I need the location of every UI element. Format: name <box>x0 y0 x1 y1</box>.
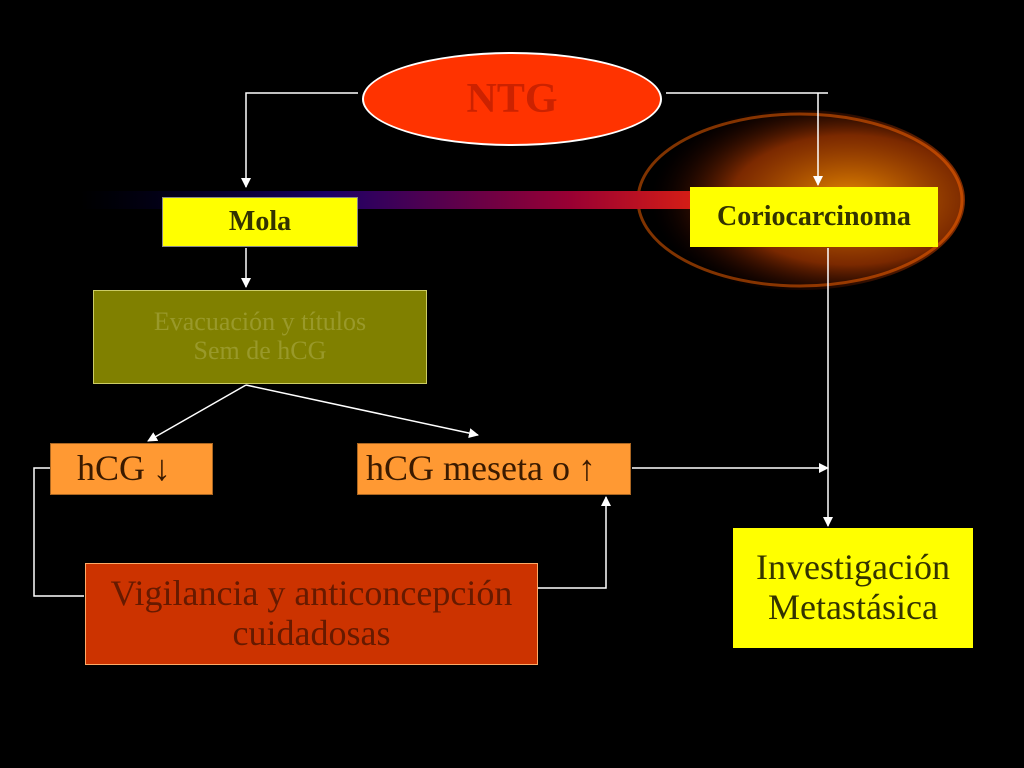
node-vigilancia-line-1: Vigilancia y anticoncepción <box>110 573 513 614</box>
node-mola: Mola <box>162 197 358 247</box>
connector-evacuacion-hcg-down <box>147 384 247 442</box>
arrow-up-icon: ↑ <box>577 448 596 489</box>
node-coriocarcinoma-label: Coriocarcinoma <box>717 200 911 232</box>
node-ntg-label: NTG <box>466 75 558 122</box>
connector-hcg-down-vigilancia <box>33 467 84 597</box>
node-vigilancia: Vigilancia y anticoncepción cuidadosas <box>85 563 538 665</box>
connector-ntg-mola <box>241 92 358 188</box>
node-hcg-meseta: hCG meseta o ↑ <box>357 443 631 495</box>
connector-vigilancia-hcg-meseta <box>538 496 611 589</box>
connector-evacuacion-hcg-meseta <box>245 384 479 438</box>
node-evacuacion-line-2: Sem de hCG <box>193 336 327 365</box>
node-evacuacion: Evacuación y títulos Sem de hCG <box>93 290 427 384</box>
node-coriocarcinoma: Coriocarcinoma <box>690 187 938 247</box>
node-investigacion-line-2: Metastásica <box>768 587 938 627</box>
node-hcg-down-label: hCG <box>77 448 146 489</box>
node-investigacion-line-1: Investigación <box>756 547 950 588</box>
node-vigilancia-line-2: cuidadosas <box>232 613 391 653</box>
node-ntg: NTG <box>362 52 662 146</box>
arrow-down-icon: ↓ <box>153 448 172 489</box>
node-mola-label: Mola <box>228 205 292 237</box>
node-investigacion: Investigación Metastásica <box>733 528 973 648</box>
node-evacuacion-line-1: Evacuación y títulos <box>153 307 367 337</box>
node-hcg-down: hCG ↓ <box>50 443 213 495</box>
node-hcg-meseta-label: hCG meseta o <box>366 448 570 489</box>
